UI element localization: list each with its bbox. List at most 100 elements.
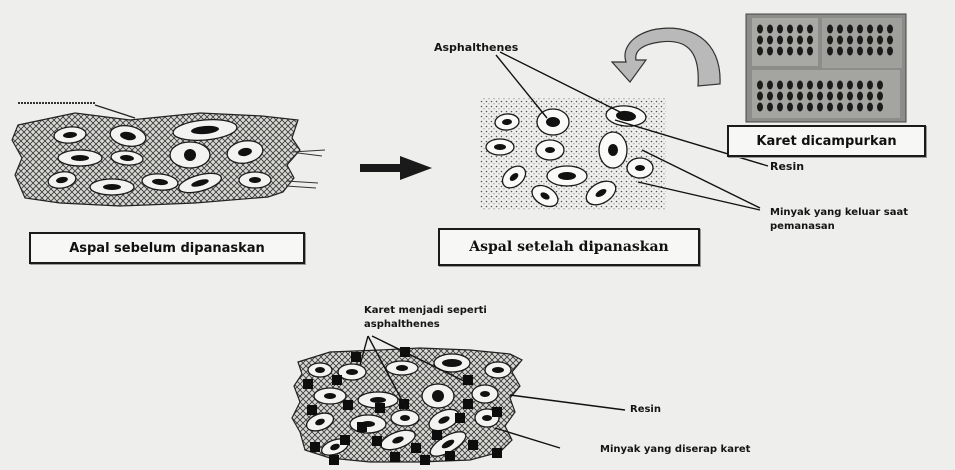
rubber-pellet xyxy=(797,92,803,101)
rubber-pellet xyxy=(877,81,883,90)
rubber-pellet xyxy=(807,25,813,34)
curved-return-arrow xyxy=(612,28,720,86)
rubber-pellet xyxy=(847,25,853,34)
rubber-pellet xyxy=(847,92,853,101)
rubber-particle xyxy=(432,430,442,440)
rubber-pellet xyxy=(777,25,783,34)
asphalthene-particle xyxy=(58,150,102,166)
rubber-pellet xyxy=(847,47,853,56)
rubber-pellet xyxy=(797,36,803,45)
rubber-pellet xyxy=(807,81,813,90)
rubber-pellet xyxy=(877,92,883,101)
heating-arrow xyxy=(360,156,432,180)
rubber-pellet xyxy=(757,81,763,90)
rubber-particle xyxy=(357,422,367,432)
rubber-pellet xyxy=(787,25,793,34)
rubber-pellet xyxy=(877,103,883,112)
rubber-pellet xyxy=(867,81,873,90)
label-oil-absorbed: Minyak yang diserap karet xyxy=(600,443,750,457)
rubber-pellet xyxy=(867,92,873,101)
rubber-particle xyxy=(455,413,465,423)
rubber-pellet xyxy=(857,103,863,112)
rubber-pellet xyxy=(757,103,763,112)
label-asphalthenes: Asphalthenes xyxy=(434,41,518,55)
rubber-pellet xyxy=(807,47,813,56)
rubber-pellet xyxy=(827,81,833,90)
rubber-pellet xyxy=(847,103,853,112)
rubber-pellet xyxy=(767,81,773,90)
label-rubber-like-line1: Karet menjadi seperti xyxy=(364,304,487,318)
rubber-pellet xyxy=(827,36,833,45)
rubber-pellet xyxy=(767,47,773,56)
rubber-particle xyxy=(303,379,313,389)
rubber-pellet xyxy=(837,25,843,34)
rubber-particle xyxy=(372,436,382,446)
asphalt-rubber-panel xyxy=(292,336,625,465)
rubber-particle xyxy=(307,405,317,415)
caption-rubber-mixed: Karet dicampurkan xyxy=(727,125,926,157)
rubber-pellet xyxy=(777,103,783,112)
rubber-pellet xyxy=(837,92,843,101)
rubber-pellet xyxy=(797,47,803,56)
rubber-particle xyxy=(411,443,421,453)
rubber-pellet xyxy=(807,36,813,45)
rubber-pellet xyxy=(797,103,803,112)
rubber-pellet xyxy=(757,25,763,34)
rubber-pellet xyxy=(857,25,863,34)
rubber-pellet xyxy=(817,81,823,90)
rubber-pellet xyxy=(797,81,803,90)
rubber-pellet xyxy=(867,36,873,45)
rubber-particle xyxy=(351,352,361,362)
asphalthene-particle xyxy=(627,158,653,178)
rubber-pellet xyxy=(877,25,883,34)
rubber-pellet xyxy=(817,92,823,101)
rubber-pellet xyxy=(877,47,883,56)
rubber-pellet xyxy=(767,103,773,112)
asphalthene-particle xyxy=(350,415,386,433)
rubber-pellet xyxy=(817,103,823,112)
rubber-particle xyxy=(340,435,350,445)
rubber-particle xyxy=(463,399,473,409)
asphalthene-particle xyxy=(90,179,134,195)
rubber-particle xyxy=(420,455,430,465)
rubber-particle xyxy=(468,440,478,450)
rubber-pellet xyxy=(837,36,843,45)
rubber-pellet xyxy=(857,36,863,45)
asphalthene-particle xyxy=(599,132,627,168)
asphalthene-particle xyxy=(308,363,332,377)
rubber-pellet xyxy=(777,47,783,56)
rubber-pellet xyxy=(827,25,833,34)
rubber-pellet xyxy=(787,103,793,112)
rubber-pellet xyxy=(787,47,793,56)
caption-asphalt-after: Aspal setelah dipanaskan xyxy=(438,228,700,266)
rubber-pellet xyxy=(767,25,773,34)
rubber-pellet xyxy=(757,47,763,56)
label-rubber-like-line2: asphalthenes xyxy=(364,318,440,332)
asphalthene-particle xyxy=(314,388,346,404)
rubber-particle xyxy=(492,407,502,417)
rubber-pellet xyxy=(837,81,843,90)
asphalthene-particle xyxy=(170,142,210,168)
asphalthene-particle xyxy=(338,364,366,380)
rubber-pellet xyxy=(847,81,853,90)
rubber-pellet xyxy=(857,47,863,56)
rubber-pellet xyxy=(807,92,813,101)
label-resin-bottom: Resin xyxy=(630,403,661,417)
rubber-pellet xyxy=(867,103,873,112)
asphalthene-particle xyxy=(547,166,587,186)
rubber-pellet xyxy=(767,36,773,45)
asphalthene-particle xyxy=(536,140,564,160)
rubber-pellet xyxy=(787,92,793,101)
rubber-pellet xyxy=(837,47,843,56)
rubber-particle xyxy=(329,455,339,465)
rubber-pellet xyxy=(757,36,763,45)
rubber-pellet xyxy=(837,103,843,112)
rubber-pellet xyxy=(867,25,873,34)
rubber-pellet xyxy=(777,92,783,101)
rubber-particle xyxy=(332,375,342,385)
rubber-pellet xyxy=(777,36,783,45)
rubber-particle xyxy=(492,448,502,458)
rubber-pellet xyxy=(797,25,803,34)
rubber-pellet xyxy=(827,47,833,56)
asphalthene-particle xyxy=(391,410,419,426)
